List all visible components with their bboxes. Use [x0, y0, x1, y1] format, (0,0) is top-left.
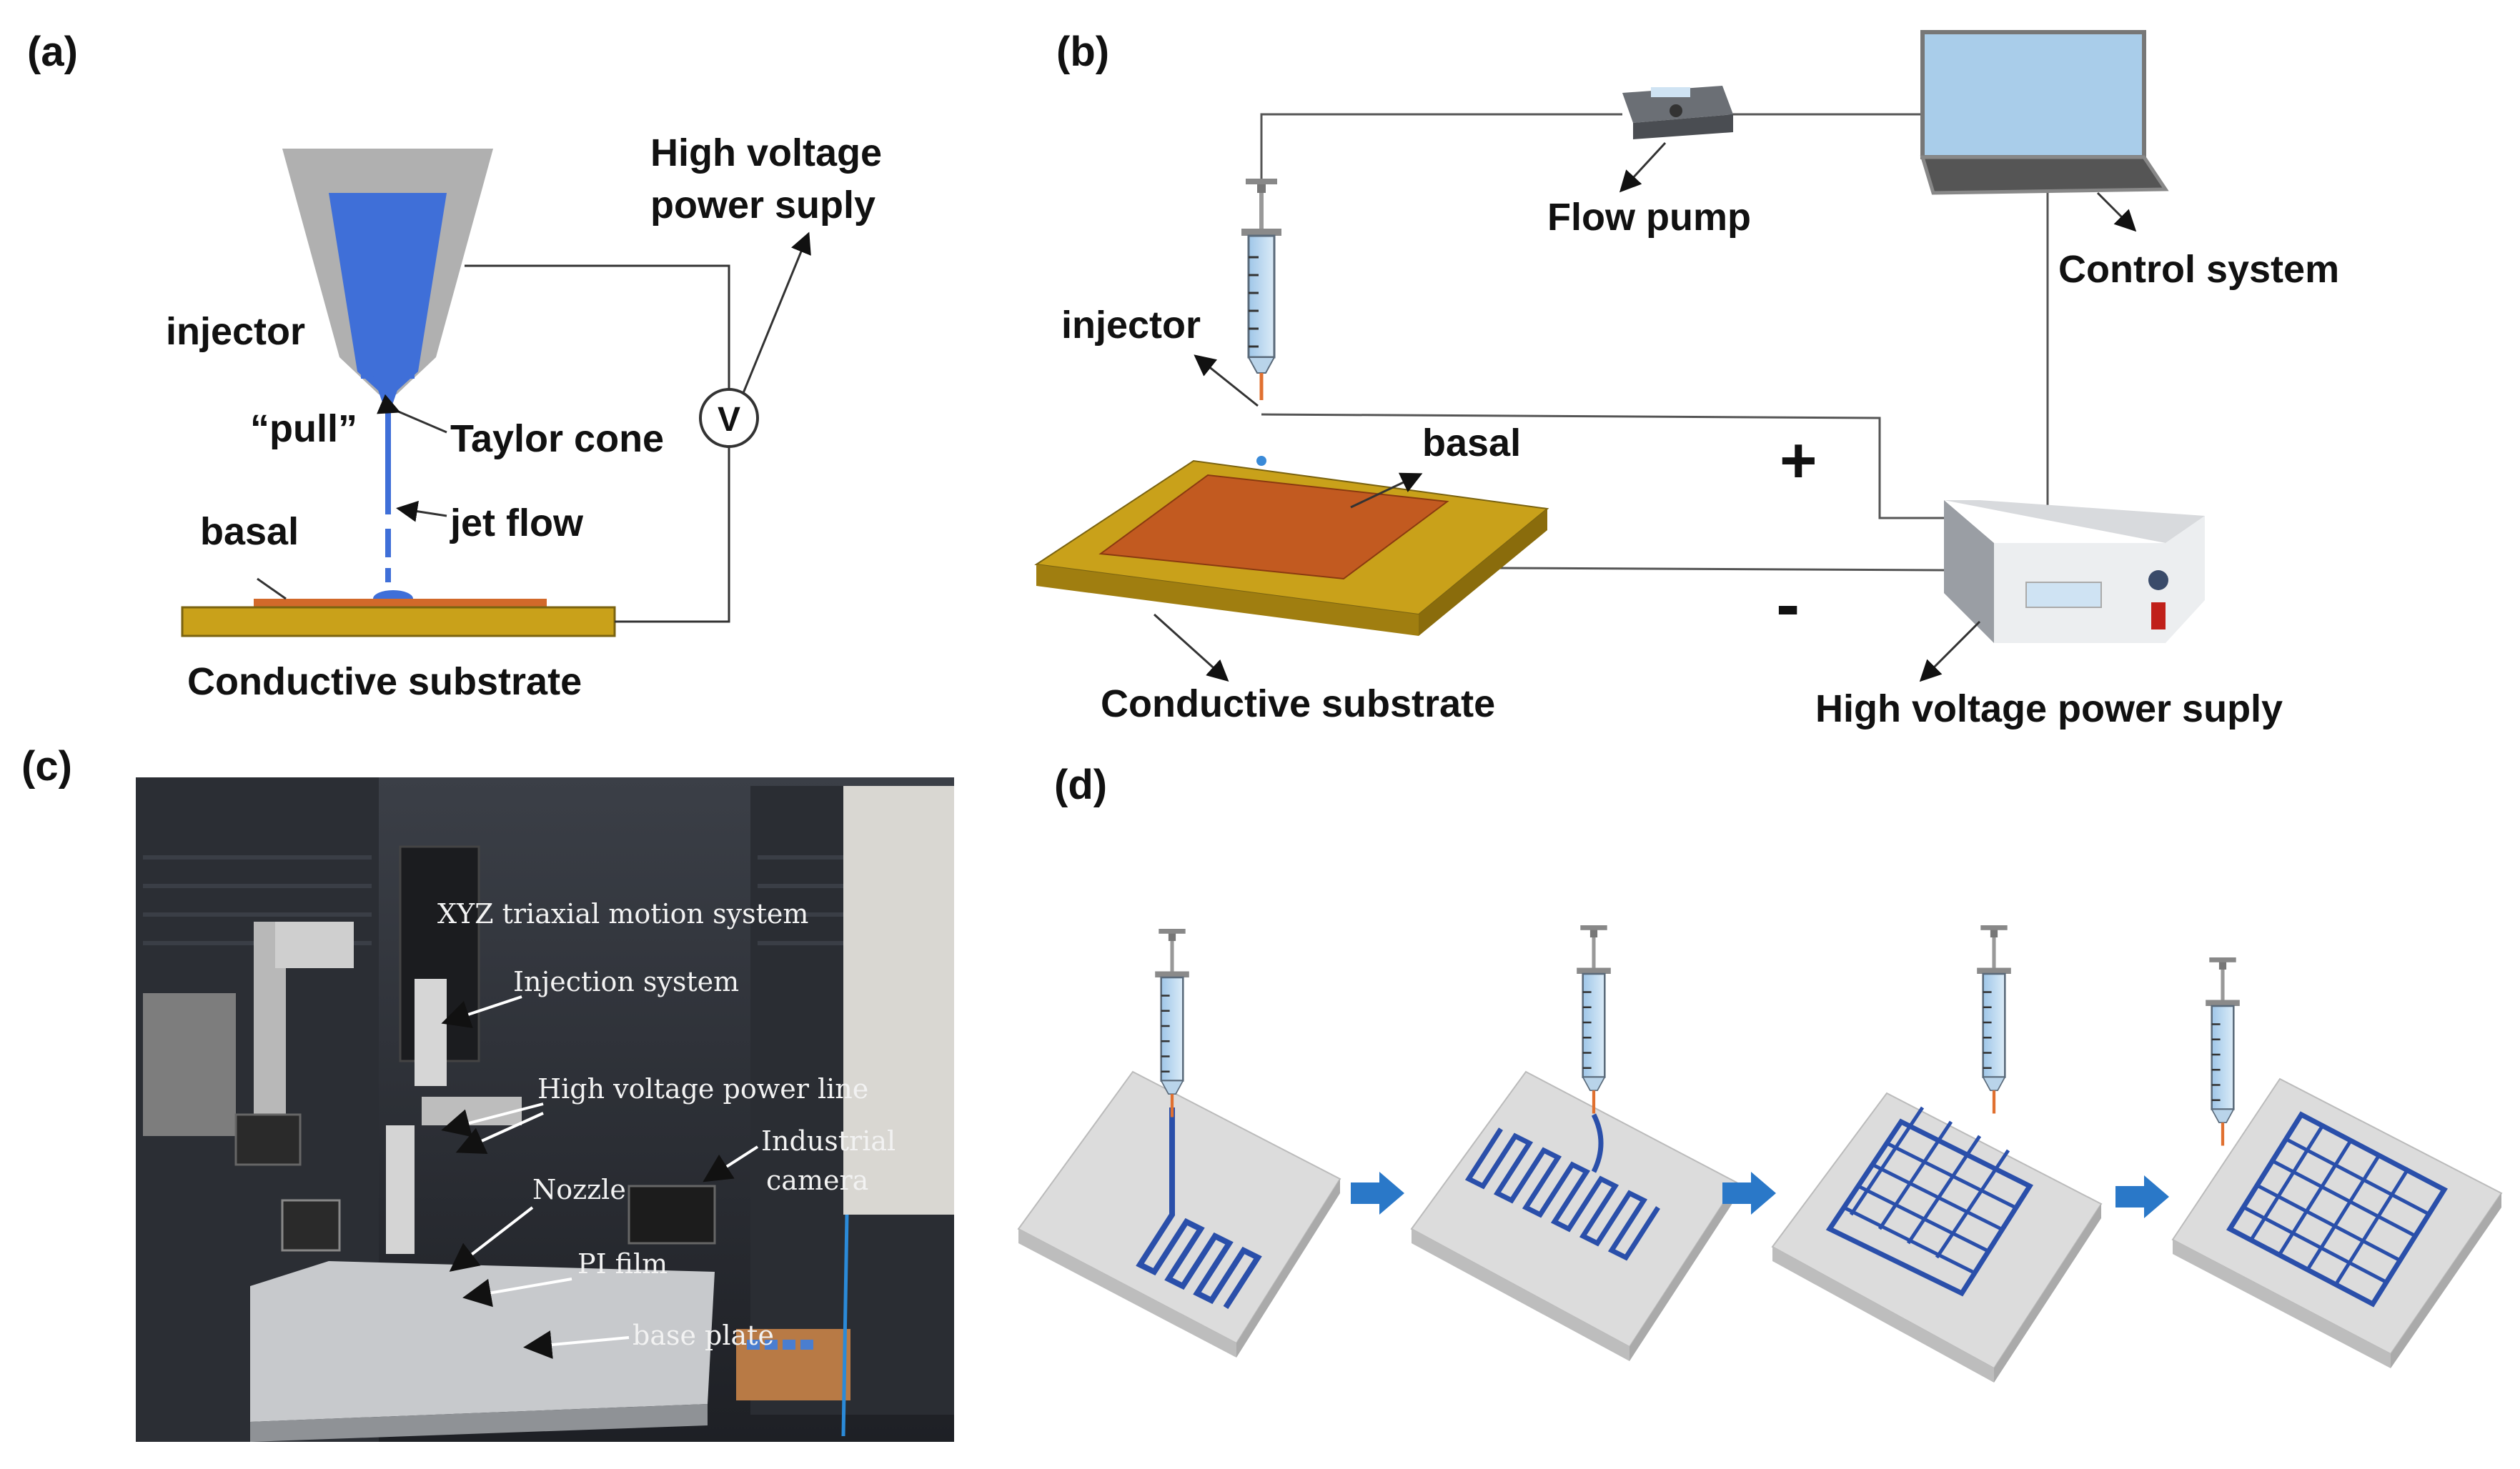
jet-flow-label: jet flow [450, 502, 584, 544]
plus-sign: + [1780, 425, 1817, 497]
basal-label: basal [200, 510, 299, 553]
flow-pump-label: Flow pump [1547, 196, 1751, 239]
hv-power-supply-icon [1944, 500, 2205, 643]
basal-label-b: basal [1422, 422, 1521, 464]
hv-supply-label-1: High voltage [650, 131, 882, 174]
print-step-4 [2171, 957, 2503, 1368]
panel-b: (b) Flow pump Control system injector [1034, 29, 2339, 730]
hv-supply-label-b: High voltage power suply [1815, 687, 2283, 730]
voltmeter-icon [699, 388, 759, 448]
camera-label-2: camera [766, 1165, 868, 1196]
arrow-step-1 [1351, 1172, 1404, 1215]
print-step-2 [1410, 925, 1738, 1361]
injection-label: Injection system [513, 966, 739, 997]
substrate-3d [1034, 459, 1549, 636]
print-step-3 [1771, 925, 2103, 1383]
camera-label-1: Industrial [761, 1125, 896, 1157]
panel-b-tag: (b) [1056, 29, 1109, 75]
flow-pump-icon [1622, 86, 1733, 139]
arrow-step-2 [1722, 1172, 1776, 1215]
control-system-label: Control system [2058, 248, 2339, 291]
panel-a: (a) V High voltage power suply injector … [27, 29, 882, 703]
hv-supply-label-2: power suply [650, 184, 875, 226]
taylor-cone-label: Taylor cone [450, 417, 664, 460]
arrow-step-3 [2115, 1175, 2169, 1218]
substrate-label: Conductive substrate [187, 660, 582, 703]
injector-label: injector [166, 310, 305, 353]
base-plate [250, 1261, 715, 1422]
panel-d-tag: (d) [1054, 762, 1107, 808]
nozzle-label: Nozzle [532, 1174, 626, 1205]
voltmeter-label: V [718, 401, 740, 439]
hv-line-label: High voltage power line [537, 1073, 868, 1105]
panel-c: (c) XYZ triaxial motion [21, 743, 954, 1442]
conductive-substrate [181, 606, 616, 637]
injector-syringe-icon [1241, 179, 1281, 400]
xyz-label: XYZ triaxial motion system [437, 898, 808, 930]
substrate-label-b: Conductive substrate [1101, 682, 1495, 725]
basal-layer [254, 599, 547, 607]
minus-sign: - [1776, 564, 1800, 644]
laptop-icon [1920, 30, 2169, 195]
taylor-cone-shape [372, 372, 404, 413]
base-plate-label: base plate [633, 1320, 774, 1351]
print-step-1 [1017, 929, 1341, 1358]
panel-a-tag: (a) [27, 29, 78, 75]
panel-c-tag: (c) [21, 743, 72, 790]
pi-film-label: PI film [577, 1248, 668, 1280]
pull-label: “pull” [250, 407, 357, 450]
panel-d: (d) [1017, 762, 2503, 1383]
injector-label-b: injector [1061, 304, 1201, 347]
